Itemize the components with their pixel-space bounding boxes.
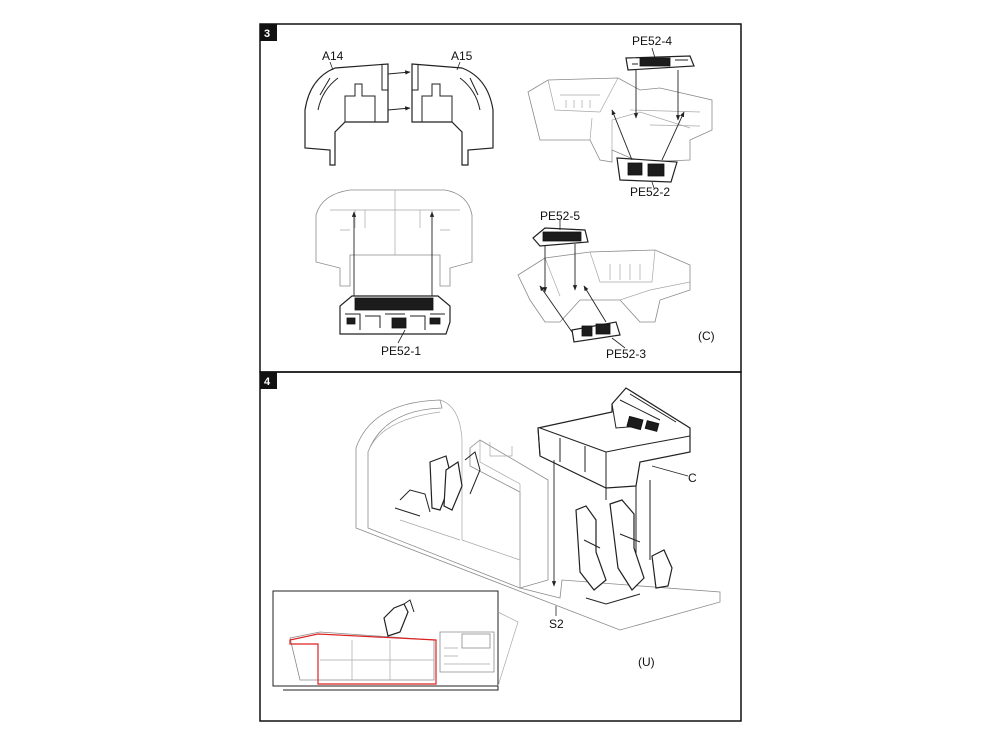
label-c: C bbox=[688, 471, 697, 485]
step-4-panel: 4 C bbox=[259, 371, 742, 722]
arrow-pe52-2-left bbox=[611, 109, 633, 161]
label-pe52-2: PE52-2 bbox=[630, 185, 670, 199]
variant-u-label: (U) bbox=[638, 655, 655, 669]
photo-etch-pe52-4 bbox=[625, 55, 695, 71]
part-c-console bbox=[537, 387, 691, 489]
part-a15 bbox=[411, 63, 494, 166]
console-ghost-lower bbox=[517, 249, 691, 323]
arrow-pe52-3-left bbox=[539, 285, 573, 333]
photo-etch-pe52-3 bbox=[571, 321, 621, 343]
front-seats bbox=[575, 499, 673, 605]
label-pe52-5: PE52-5 bbox=[540, 209, 580, 223]
step-4-number: 4 bbox=[264, 376, 271, 388]
join-arrow-bottom bbox=[387, 106, 411, 111]
assembled-panel-ghost bbox=[315, 189, 473, 287]
label-s2: S2 bbox=[549, 617, 564, 631]
arrow-pe52-3-right bbox=[583, 285, 607, 323]
label-pe52-1: PE52-1 bbox=[381, 344, 421, 358]
photo-etch-pe52-1 bbox=[339, 295, 451, 335]
arrow-pe52-2-right bbox=[661, 111, 685, 161]
step-3-badge bbox=[260, 24, 277, 41]
step-4-badge bbox=[260, 372, 277, 389]
part-a14 bbox=[304, 63, 389, 166]
label-a15: A15 bbox=[451, 49, 473, 63]
label-pe52-3: PE52-3 bbox=[606, 347, 646, 361]
photo-etch-pe52-5 bbox=[532, 227, 589, 247]
step-3-number: 3 bbox=[264, 28, 270, 40]
step-3-panel: 3 A14 A15 bbox=[259, 23, 742, 373]
label-a14: A14 bbox=[322, 49, 344, 63]
inset-profile-view bbox=[272, 590, 519, 691]
rear-seats bbox=[394, 451, 481, 517]
variant-c-label: (C) bbox=[698, 329, 715, 343]
photo-etch-pe52-2 bbox=[616, 157, 678, 183]
label-pe52-4: PE52-4 bbox=[632, 34, 672, 48]
join-arrow-top bbox=[387, 70, 411, 75]
cockpit-tub-ghost bbox=[355, 399, 721, 631]
console-ghost-upper bbox=[527, 77, 713, 163]
